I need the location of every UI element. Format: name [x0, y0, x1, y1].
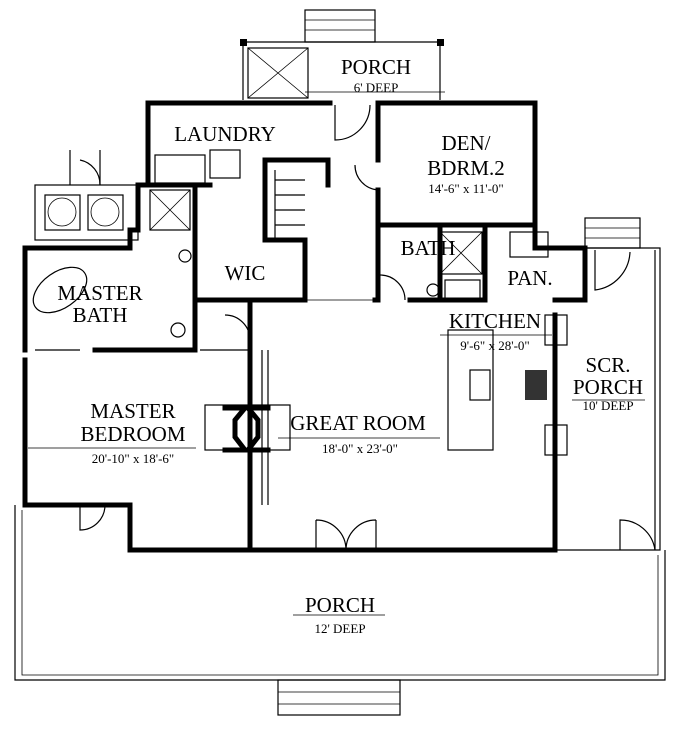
- scr-porch-dim: 10' DEEP: [582, 398, 633, 413]
- master-bath-label-2: BATH: [73, 303, 128, 327]
- pantry-label: PAN.: [507, 266, 552, 290]
- front-porch-label: PORCH: [305, 593, 375, 617]
- wic-label: WIC: [225, 261, 266, 285]
- mechanical-units: [34, 150, 139, 241]
- kitchen-dim: 9'-6" x 28'-0": [460, 338, 529, 353]
- rear-porch-label: PORCH: [341, 55, 411, 79]
- front-porch-dim: 12' DEEP: [314, 621, 365, 636]
- master-bedroom-dim: 20'-10" x 18'-6": [92, 451, 174, 466]
- den-label-1: DEN/: [442, 131, 491, 155]
- scr-porch-label-2: PORCH: [573, 375, 643, 399]
- great-room-label: GREAT ROOM: [290, 411, 426, 435]
- rear-porch: [240, 9, 444, 100]
- master-bedroom-label-1: MASTER: [90, 399, 175, 423]
- front-porch-outline: [14, 505, 666, 716]
- den-label-2: BDRM.2: [427, 156, 505, 180]
- master-bedroom-label-2: BEDROOM: [80, 422, 185, 446]
- laundry-label: LAUNDRY: [174, 122, 276, 146]
- screened-porch-outline: [555, 217, 661, 551]
- bath-label: BATH: [401, 236, 456, 260]
- den-dim: 14'-6" x 11'-0": [428, 181, 503, 196]
- kitchen-label: KITCHEN: [449, 309, 541, 333]
- fixtures: [32, 149, 568, 505]
- rear-porch-dim: 6' DEEP: [354, 80, 399, 95]
- scr-porch-label-1: SCR.: [586, 353, 631, 377]
- master-bath-label-1: MASTER: [57, 281, 142, 305]
- great-room-dim: 18'-0" x 23'-0": [322, 441, 398, 456]
- doors: [79, 104, 656, 551]
